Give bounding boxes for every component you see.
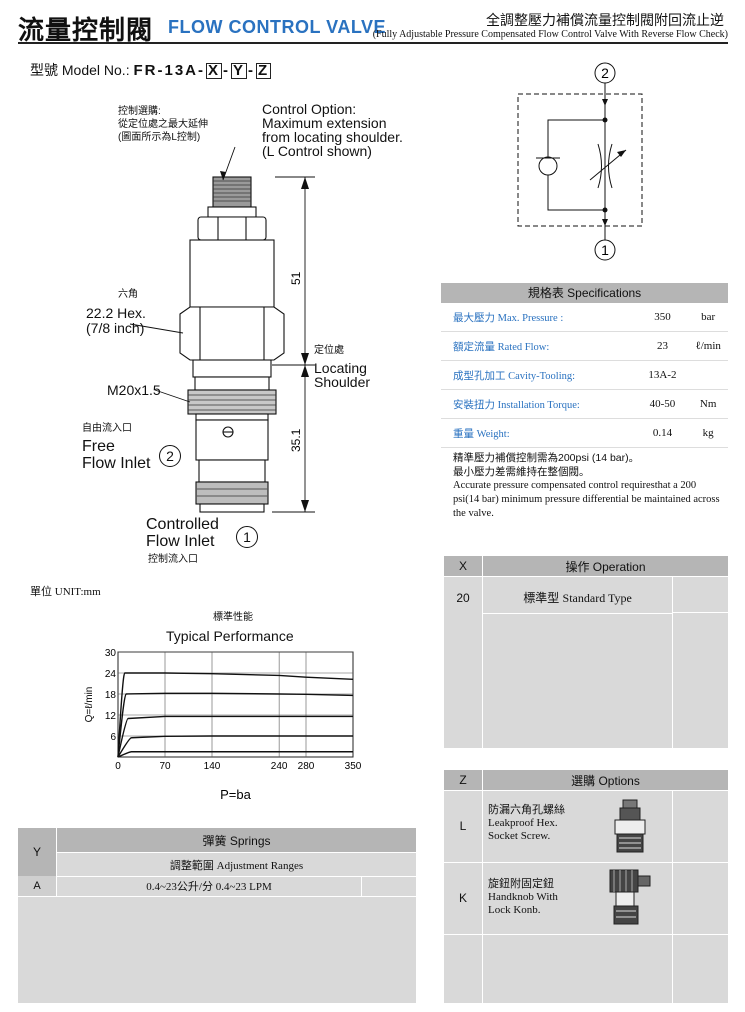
table-row: 成型孔加工 Cavity-Tooling:13A-2 (441, 361, 728, 390)
title-english: FLOW CONTROL VALVE (168, 17, 386, 37)
control-option-note-cn: 控制選購: 從定位處之最大延伸 (圖面所示為L控制) (118, 106, 208, 143)
series-line (117, 715, 353, 758)
hex-socket-screw-icon (614, 799, 646, 853)
operation-title: 操作 Operation (482, 556, 728, 576)
specification-note: 精準壓力補償控制需為200psi (14 bar)。 最小壓力差需維持在整個閥。… (453, 452, 720, 519)
operation-desc-cell: 標準型 Standard Type (482, 576, 673, 748)
option-k-desc: 旋鈕附固定鈕 Handknob With Lock Konb. (488, 878, 558, 916)
z-column-label: Z (444, 770, 482, 790)
hex-label-en: 22.2 Hex. (7/8 inch) (86, 305, 146, 336)
locating-label-en: Locating Shoulder (314, 360, 371, 390)
model-option-z: Z (256, 62, 272, 79)
controlled-flow-label-en: Controlled Flow Inlet (146, 516, 219, 550)
option-code-k: K (458, 891, 467, 905)
y-axis-label: Q=ℓ/min (84, 687, 95, 723)
symbol-port-bottom: 1 (601, 242, 609, 258)
plot-area (117, 651, 354, 758)
series-line (117, 751, 353, 758)
y-column-label: Y (18, 828, 56, 876)
x-tick-label: 0 (115, 761, 121, 772)
free-flow-label-en: Free Flow Inlet (82, 438, 151, 472)
model-code: FR-13A-X-Y-Z (133, 62, 272, 79)
y-tick-label: 12 (105, 711, 117, 722)
adjustment-ranges-header: 調整範圍 Adjustment Ranges (56, 852, 416, 876)
dimension-35-1: 35.1 (289, 428, 303, 452)
free-flow-label-cn: 自由流入口 (82, 423, 132, 434)
springs-title: 彈簧 Springs (56, 828, 416, 852)
options-title: 選購 Options (482, 770, 728, 790)
x-axis-label: P=ba (220, 787, 251, 802)
specifications-table: 規格表 Specifications 最大壓力 Max. Pressure :3… (441, 283, 728, 448)
springs-table: Y 彈簧 Springs 調整範圍 Adjustment Ranges A 0.… (18, 828, 416, 1003)
handknob-icon (609, 869, 651, 925)
hydraulic-symbol: 2 1 (517, 62, 643, 261)
port-1-marker: 1 (236, 526, 258, 548)
options-table: Z 選購 Options L 防漏六角孔螺絲 Leakproof Hex. So… (444, 770, 728, 1003)
chart-title: Typical Performance (166, 628, 294, 644)
valve-drawing: 51 35.1 (129, 146, 315, 513)
operation-table: X 操作 Operation 20 標準型 Standard Type (444, 556, 728, 748)
thread-label: M20x1.5 (107, 382, 161, 398)
series-line (117, 672, 354, 758)
y-tick-label: 18 (105, 690, 117, 701)
option-code-l: L (459, 819, 467, 833)
dimension-51: 51 (289, 271, 303, 285)
spring-code: A (18, 876, 56, 896)
hex-label-cn: 六角 (118, 289, 138, 300)
y-tick-label: 24 (105, 669, 117, 680)
y-tick-label: 30 (105, 648, 117, 659)
specifications-title: 規格表 Specifications (441, 283, 728, 303)
locating-label-cn: 定位處 (314, 345, 344, 356)
x-tick-label: 280 (298, 761, 315, 772)
model-number: 型號 Model No.: FR-13A-X-Y-Z (30, 60, 272, 80)
y-tick-label: 6 (110, 732, 116, 743)
controlled-flow-label-cn: 控制流入口 (148, 554, 198, 565)
x-column-label: X (444, 556, 482, 576)
unit-label: 單位 UNIT:mm (30, 586, 101, 598)
series-line (117, 735, 353, 758)
option-l-desc: 防漏六角孔螺絲 Leakproof Hex. Socket Screw. (488, 804, 565, 842)
table-row: 0.4~23公升/分 0.4~23 LPM (56, 876, 361, 896)
subtitle-english: (Fully Adjustable Pressure Compensated F… (372, 29, 728, 40)
model-label: 型號 Model No.: (30, 62, 130, 78)
model-option-y: Y (231, 62, 248, 79)
chart-title-cn: 標準性能 (213, 612, 253, 623)
x-tick-label: 350 (345, 761, 362, 772)
port-2-marker: 2 (159, 445, 181, 467)
symbol-port-top: 2 (601, 65, 609, 81)
control-option-note-en: Control Option: Maximum extension from l… (262, 101, 403, 159)
page-header: 流量控制閥 FLOW CONTROL VALVE 全調整壓力補償流量控制閥附回流… (18, 8, 728, 45)
x-tick-label: 70 (159, 761, 171, 772)
model-option-x: X (206, 62, 223, 79)
x-tick-label: 140 (204, 761, 221, 772)
title-chinese: 流量控制閥 (18, 15, 154, 45)
x-tick-label: 240 (271, 761, 288, 772)
series-line (117, 692, 354, 758)
operation-code: 20 (444, 576, 482, 748)
table-row: 標準型 Standard Type (523, 591, 632, 605)
subtitle-chinese: 全調整壓力補償流量控制閥附回流止逆 (486, 12, 724, 28)
